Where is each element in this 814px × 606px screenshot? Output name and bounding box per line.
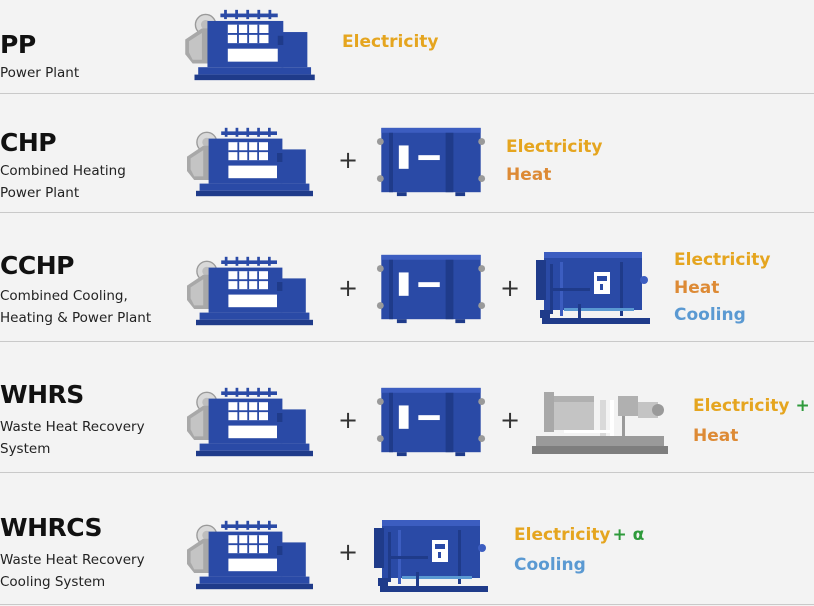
system-full-name-line1: Waste Heat Recovery (0, 419, 145, 435)
row-cchp: CCHP Combined Cooling, Heating & Power P… (0, 213, 814, 341)
divider (0, 604, 814, 605)
absorption-chiller-icon (372, 515, 492, 597)
output-electricity-label: Electricity (514, 525, 611, 545)
system-abbreviation: CCHP (0, 251, 74, 280)
gas-engine-generator-icon (180, 519, 320, 591)
output-electricity: Electricity (674, 250, 771, 270)
divider (0, 472, 814, 473)
output-cooling: Cooling (514, 555, 586, 575)
system-full-name-line1: Combined Heating (0, 163, 126, 179)
row-chp: CHP Combined Heating Power Plant + Elect… (0, 94, 814, 212)
gas-engine-generator-icon (180, 386, 320, 458)
output-cooling: Cooling (674, 305, 746, 325)
output-alpha-label: + α (612, 525, 645, 545)
output-heat: Heat (693, 426, 739, 446)
row-pp: PP Power Plant Electricity (0, 0, 814, 94)
output-heat: Heat (674, 278, 720, 298)
system-abbreviation: PP (0, 30, 36, 59)
system-abbreviation: WHRCS (0, 513, 103, 542)
gas-engine-generator-icon (180, 8, 320, 82)
gas-engine-generator-icon (180, 255, 320, 327)
output-alpha-label: + α (795, 396, 814, 416)
heat-exchanger-icon (376, 124, 486, 200)
system-abbreviation: WHRS (0, 380, 84, 409)
divider (0, 341, 814, 342)
output-electricity: Electricity + α (693, 396, 814, 416)
output-electricity: Electricity+ α (514, 525, 644, 545)
output-electricity-label: Electricity (693, 396, 790, 416)
heat-exchanger-icon (376, 384, 486, 460)
divider (0, 93, 814, 94)
system-full-name: Power Plant (0, 65, 80, 81)
plus-sign: + (338, 406, 359, 434)
output-electricity: Electricity (342, 32, 439, 52)
system-full-name-line2: Heating & Power Plant (0, 310, 152, 326)
output-electricity: Electricity (506, 137, 603, 157)
gas-engine-generator-icon (180, 126, 320, 198)
waste-heat-recovery-unit-icon (530, 382, 670, 462)
plus-sign: + (500, 406, 521, 434)
system-full-name-line2: Cooling System (0, 574, 106, 590)
heat-exchanger-icon (376, 251, 486, 327)
plus-sign: + (500, 274, 521, 302)
divider (0, 212, 814, 213)
row-whrcs: WHRCS Waste Heat Recovery Cooling System… (0, 473, 814, 606)
output-heat: Heat (506, 165, 552, 185)
system-full-name-line2: Power Plant (0, 185, 80, 201)
row-whrs: WHRS Waste Heat Recovery System + + Elec… (0, 342, 814, 472)
system-full-name-line2: System (0, 441, 51, 457)
plus-sign: + (338, 538, 359, 566)
system-full-name-line1: Waste Heat Recovery (0, 552, 145, 568)
plus-sign: + (338, 274, 359, 302)
system-full-name-line1: Combined Cooling, (0, 288, 128, 304)
system-abbreviation: CHP (0, 128, 57, 157)
absorption-chiller-icon (534, 247, 654, 329)
plus-sign: + (338, 146, 359, 174)
